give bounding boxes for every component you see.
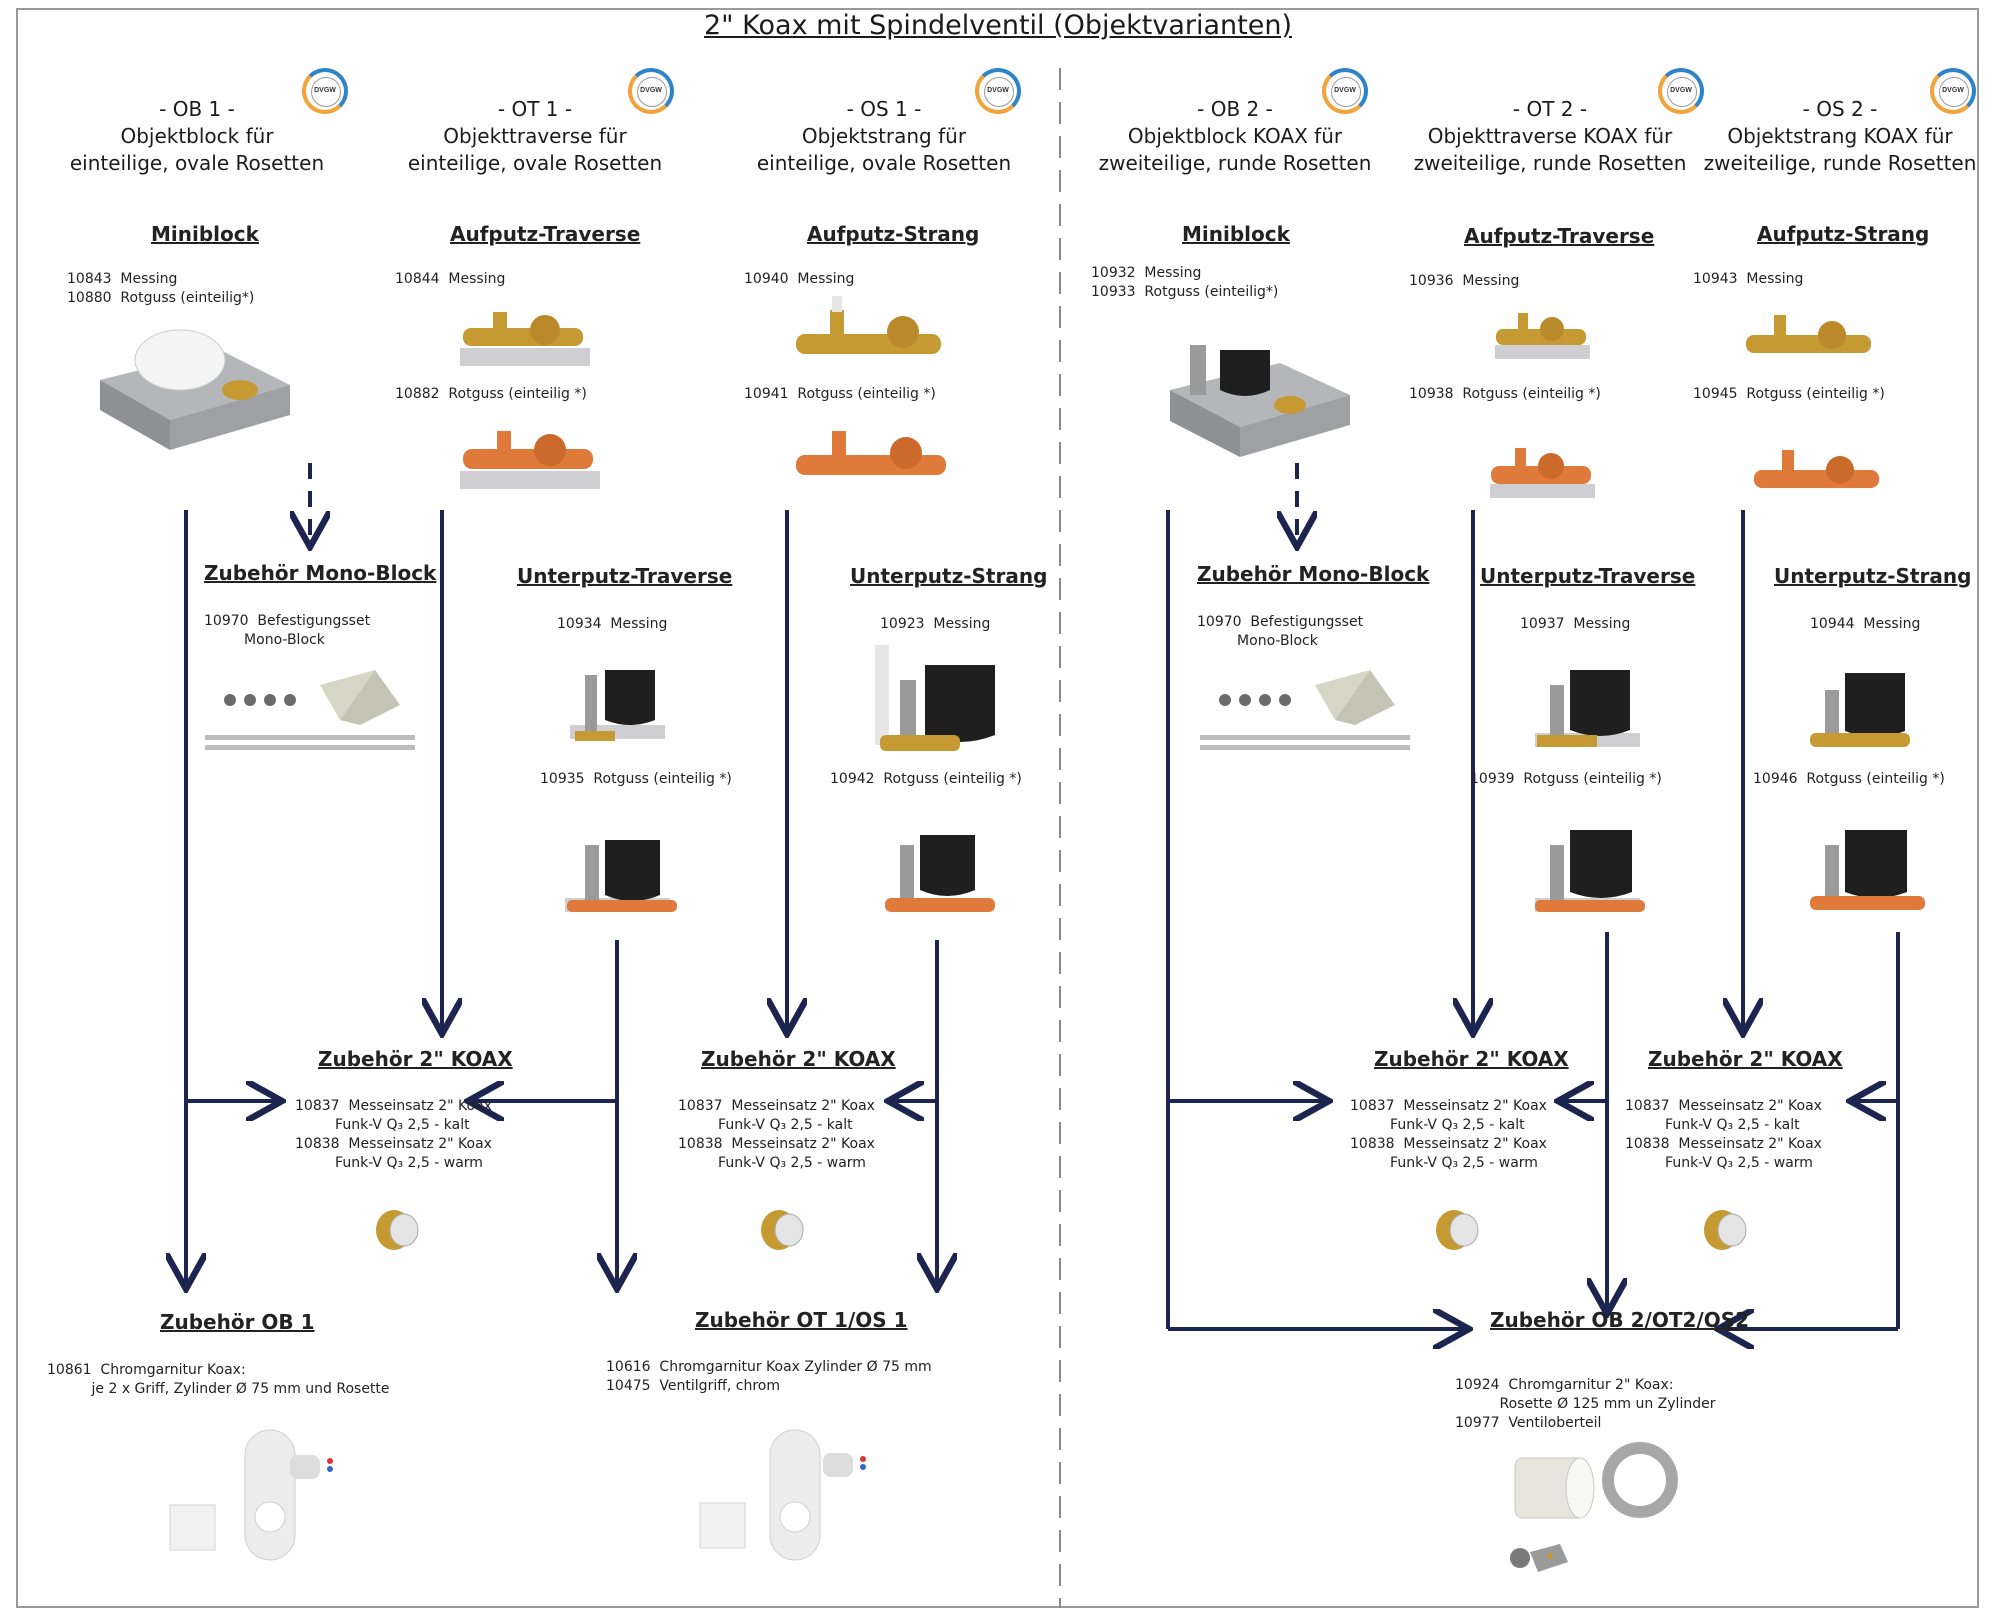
item-list-zubehoer-ot1-os1: 10616 Chromgarnitur Koax Zylinder Ø 75 m… (606, 1359, 932, 1394)
item-messing: 10923 Messing (880, 616, 991, 632)
item-rotguss: 10939 Rotguss (einteilig *) (1470, 771, 1662, 787)
messeinsatz-image (761, 1210, 804, 1250)
item-list-mono-block: 10970 Befestigungsset Mono-Block (1197, 614, 1364, 649)
dvgw-badge-icon: DVGW (1930, 68, 1976, 114)
item-rotguss: 10882 Rotguss (einteilig *) (395, 386, 587, 402)
item-rotguss: 10942 Rotguss (einteilig *) (830, 771, 1022, 787)
item-list-miniblock: 10932 Messing 10933 Rotguss (einteilig*) (1091, 265, 1279, 300)
diagram-frame (16, 8, 1979, 1608)
section-title-zubehoer-ob2-ot2-os2: Zubehör OB 2/OT2/OS2 (1490, 1308, 1750, 1332)
item-messing: 10934 Messing (557, 616, 668, 632)
messeinsatz-image (1704, 1210, 1747, 1250)
section-title-unterputz-traverse: Unterputz-Traverse (517, 564, 733, 588)
item-rotguss: 10935 Rotguss (einteilig *) (540, 771, 732, 787)
section-title-koax: Zubehör 2" KOAX (1374, 1047, 1569, 1071)
unterputz-traverse-brass-image (570, 670, 665, 741)
miniblock-product-image (100, 329, 290, 450)
page-title: 2" Koax mit Spindelventil (Objektvariant… (703, 10, 1293, 41)
aufputz-strang-redbrass-image (796, 431, 946, 475)
aufputz-traverse-koax-redbrass-image (1490, 448, 1595, 498)
messeinsatz-image (1436, 1210, 1479, 1250)
item-messing: 10944 Messing (1810, 616, 1921, 632)
unterputz-traverse-koax-redbrass-image (1535, 830, 1645, 912)
item-rotguss: 10945 Rotguss (einteilig *) (1693, 386, 1885, 402)
item-list-zubehoer-ob1: 10861 Chromgarnitur Koax: je 2 x Griff, … (47, 1362, 390, 1397)
aufputz-strang-koax-redbrass-image (1754, 450, 1879, 488)
section-title-unterputz-strang: Unterputz-Strang (850, 564, 1048, 588)
section-title-zubehoer-ob1: Zubehör OB 1 (160, 1310, 315, 1334)
unterputz-traverse-redbrass-image (565, 840, 677, 912)
unterputz-traverse-koax-brass-image (1535, 670, 1640, 747)
aufputz-strang-koax-brass-image (1746, 315, 1871, 353)
aufputz-traverse-brass-image (460, 312, 590, 366)
messeinsatz-image (376, 1210, 419, 1250)
dvgw-badge-icon: DVGW (628, 68, 674, 114)
section-title-aufputz-traverse: Aufputz-Traverse (1464, 224, 1655, 248)
dvgw-badge-icon: DVGW (302, 68, 348, 114)
section-title-aufputz-traverse: Aufputz-Traverse (450, 222, 641, 246)
section-title-zubehoer-ot1-os1: Zubehör OT 1/OS 1 (695, 1308, 908, 1332)
dvgw-badge-icon: DVGW (975, 68, 1021, 114)
item-messing: 10940 Messing (744, 271, 855, 287)
mono-block-kit-image (205, 670, 415, 750)
aufputz-traverse-redbrass-image (460, 431, 600, 489)
unterputz-strang-brass-image (875, 645, 995, 751)
chromgarnitur-oval-image (169, 1429, 333, 1561)
item-list-mono-block: 10970 Befestigungsset Mono-Block (204, 613, 371, 648)
dvgw-badge-icon: DVGW (1322, 68, 1368, 114)
item-list-koax: 10837 Messeinsatz 2" Koax Funk-V Q₃ 2,5 … (678, 1098, 875, 1171)
section-title-aufputz-strang: Aufputz-Strang (1757, 222, 1930, 246)
item-list-koax: 10837 Messeinsatz 2" Koax Funk-V Q₃ 2,5 … (1625, 1098, 1822, 1171)
item-list-miniblock: 10843 Messing 10880 Rotguss (einteilig*) (67, 271, 255, 306)
chromgarnitur-round-image (1510, 1442, 1678, 1572)
item-list-koax: 10837 Messeinsatz 2" Koax Funk-V Q₃ 2,5 … (1350, 1098, 1547, 1171)
unterputz-strang-redbrass-image (885, 835, 995, 912)
section-title-mono-block: Zubehör Mono-Block (1197, 562, 1430, 586)
dvgw-badge-icon: DVGW (1658, 68, 1704, 114)
item-messing: 10936 Messing (1409, 273, 1520, 289)
section-title-miniblock: Miniblock (1182, 222, 1290, 246)
item-list-koax: 10837 Messeinsatz 2" Koax Funk-V Q₃ 2,5 … (295, 1098, 492, 1171)
chromgarnitur-oval-image (699, 1429, 866, 1561)
section-title-mono-block: Zubehör Mono-Block (204, 561, 437, 585)
section-title-unterputz-traverse: Unterputz-Traverse (1480, 564, 1696, 588)
item-messing: 10844 Messing (395, 271, 506, 287)
item-messing: 10943 Messing (1693, 271, 1804, 287)
item-messing: 10937 Messing (1520, 616, 1631, 632)
section-title-unterputz-strang: Unterputz-Strang (1774, 564, 1972, 588)
aufputz-strang-brass-image (796, 296, 941, 354)
section-title-koax: Zubehör 2" KOAX (701, 1047, 896, 1071)
section-title-koax: Zubehör 2" KOAX (318, 1047, 513, 1071)
aufputz-traverse-koax-brass-image (1495, 313, 1590, 359)
unterputz-strang-koax-redbrass-image (1810, 830, 1925, 910)
miniblock-koax-image (1170, 345, 1350, 457)
item-list-zubehoer-ob2-ot2-os2: 10924 Chromgarnitur 2" Koax: Rosette Ø 1… (1455, 1377, 1716, 1431)
section-title-aufputz-strang: Aufputz-Strang (807, 222, 980, 246)
item-rotguss: 10941 Rotguss (einteilig *) (744, 386, 936, 402)
unterputz-strang-koax-brass-image (1810, 673, 1910, 747)
section-title-koax: Zubehör 2" KOAX (1648, 1047, 1843, 1071)
item-rotguss: 10946 Rotguss (einteilig *) (1753, 771, 1945, 787)
item-rotguss: 10938 Rotguss (einteilig *) (1409, 386, 1601, 402)
section-title-miniblock: Miniblock (151, 222, 259, 246)
mono-block-kit-image (1200, 670, 1410, 750)
